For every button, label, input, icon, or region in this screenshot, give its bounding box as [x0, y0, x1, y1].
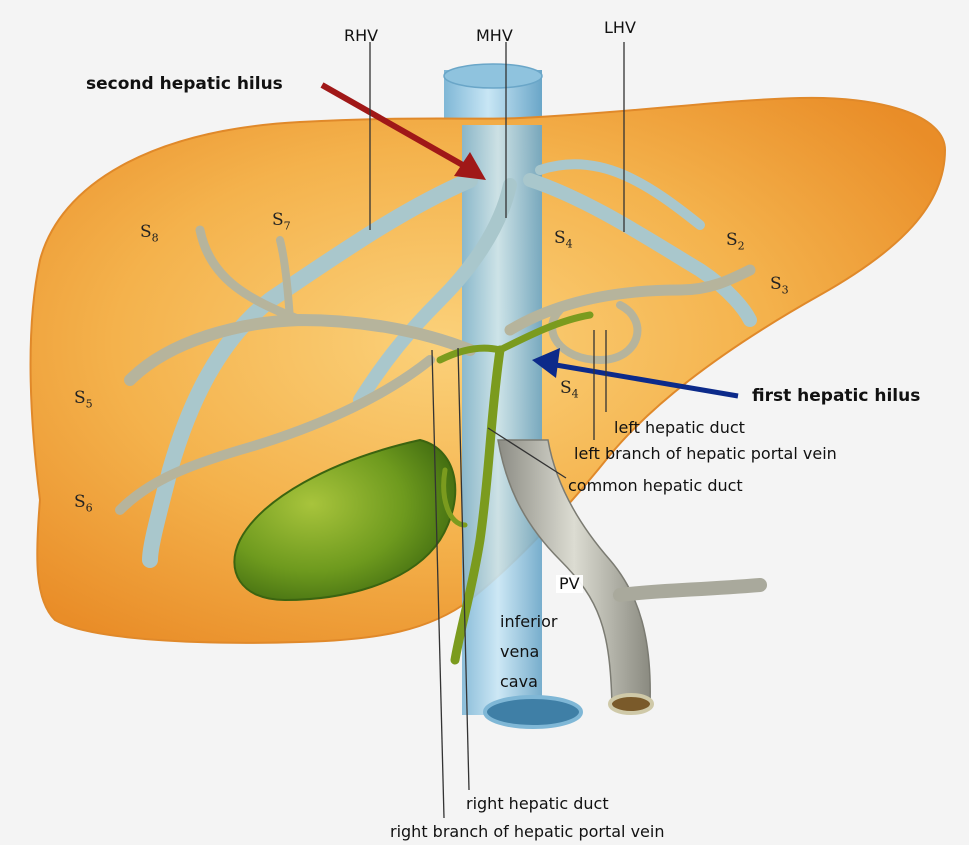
- right-branch-portal-vein-label: right branch of hepatic portal vein: [390, 824, 664, 840]
- segment-s7-label: S7: [272, 212, 291, 231]
- lhv-label: LHV: [604, 20, 636, 36]
- first-hepatic-hilus-label: first hepatic hilus: [752, 388, 920, 405]
- vena-cava-label-line2: vena: [500, 644, 539, 660]
- mhv-label: MHV: [476, 28, 513, 44]
- segment-s2-label: S2: [726, 232, 745, 251]
- right-hepatic-duct-label: right hepatic duct: [466, 796, 609, 812]
- left-branch-portal-vein-label: left branch of hepatic portal vein: [574, 446, 837, 462]
- portal-vein-label: PV: [556, 575, 583, 593]
- segment-s8-label: S8: [140, 224, 159, 243]
- segment-s6-label: S6: [74, 494, 93, 513]
- vena-cava-top-opening: [444, 64, 542, 88]
- rhv-label: RHV: [344, 28, 378, 44]
- second-hepatic-hilus-label: second hepatic hilus: [86, 76, 283, 93]
- vena-cava-bottom-opening: [485, 697, 581, 727]
- common-hepatic-duct-label: common hepatic duct: [568, 478, 743, 494]
- segment-s5-label: S5: [74, 390, 93, 409]
- vena-cava-label-line3: cava: [500, 674, 538, 690]
- segment-s4-upper-label: S4: [554, 230, 573, 249]
- left-hepatic-duct-label: left hepatic duct: [614, 420, 745, 436]
- segment-s3-label: S3: [770, 276, 789, 295]
- portal-vein-opening: [610, 695, 652, 713]
- vena-cava-label-line1: inferior: [500, 614, 557, 630]
- portal-vein-side-branch: [620, 585, 760, 595]
- segment-s4-lower-label: S4: [560, 380, 579, 399]
